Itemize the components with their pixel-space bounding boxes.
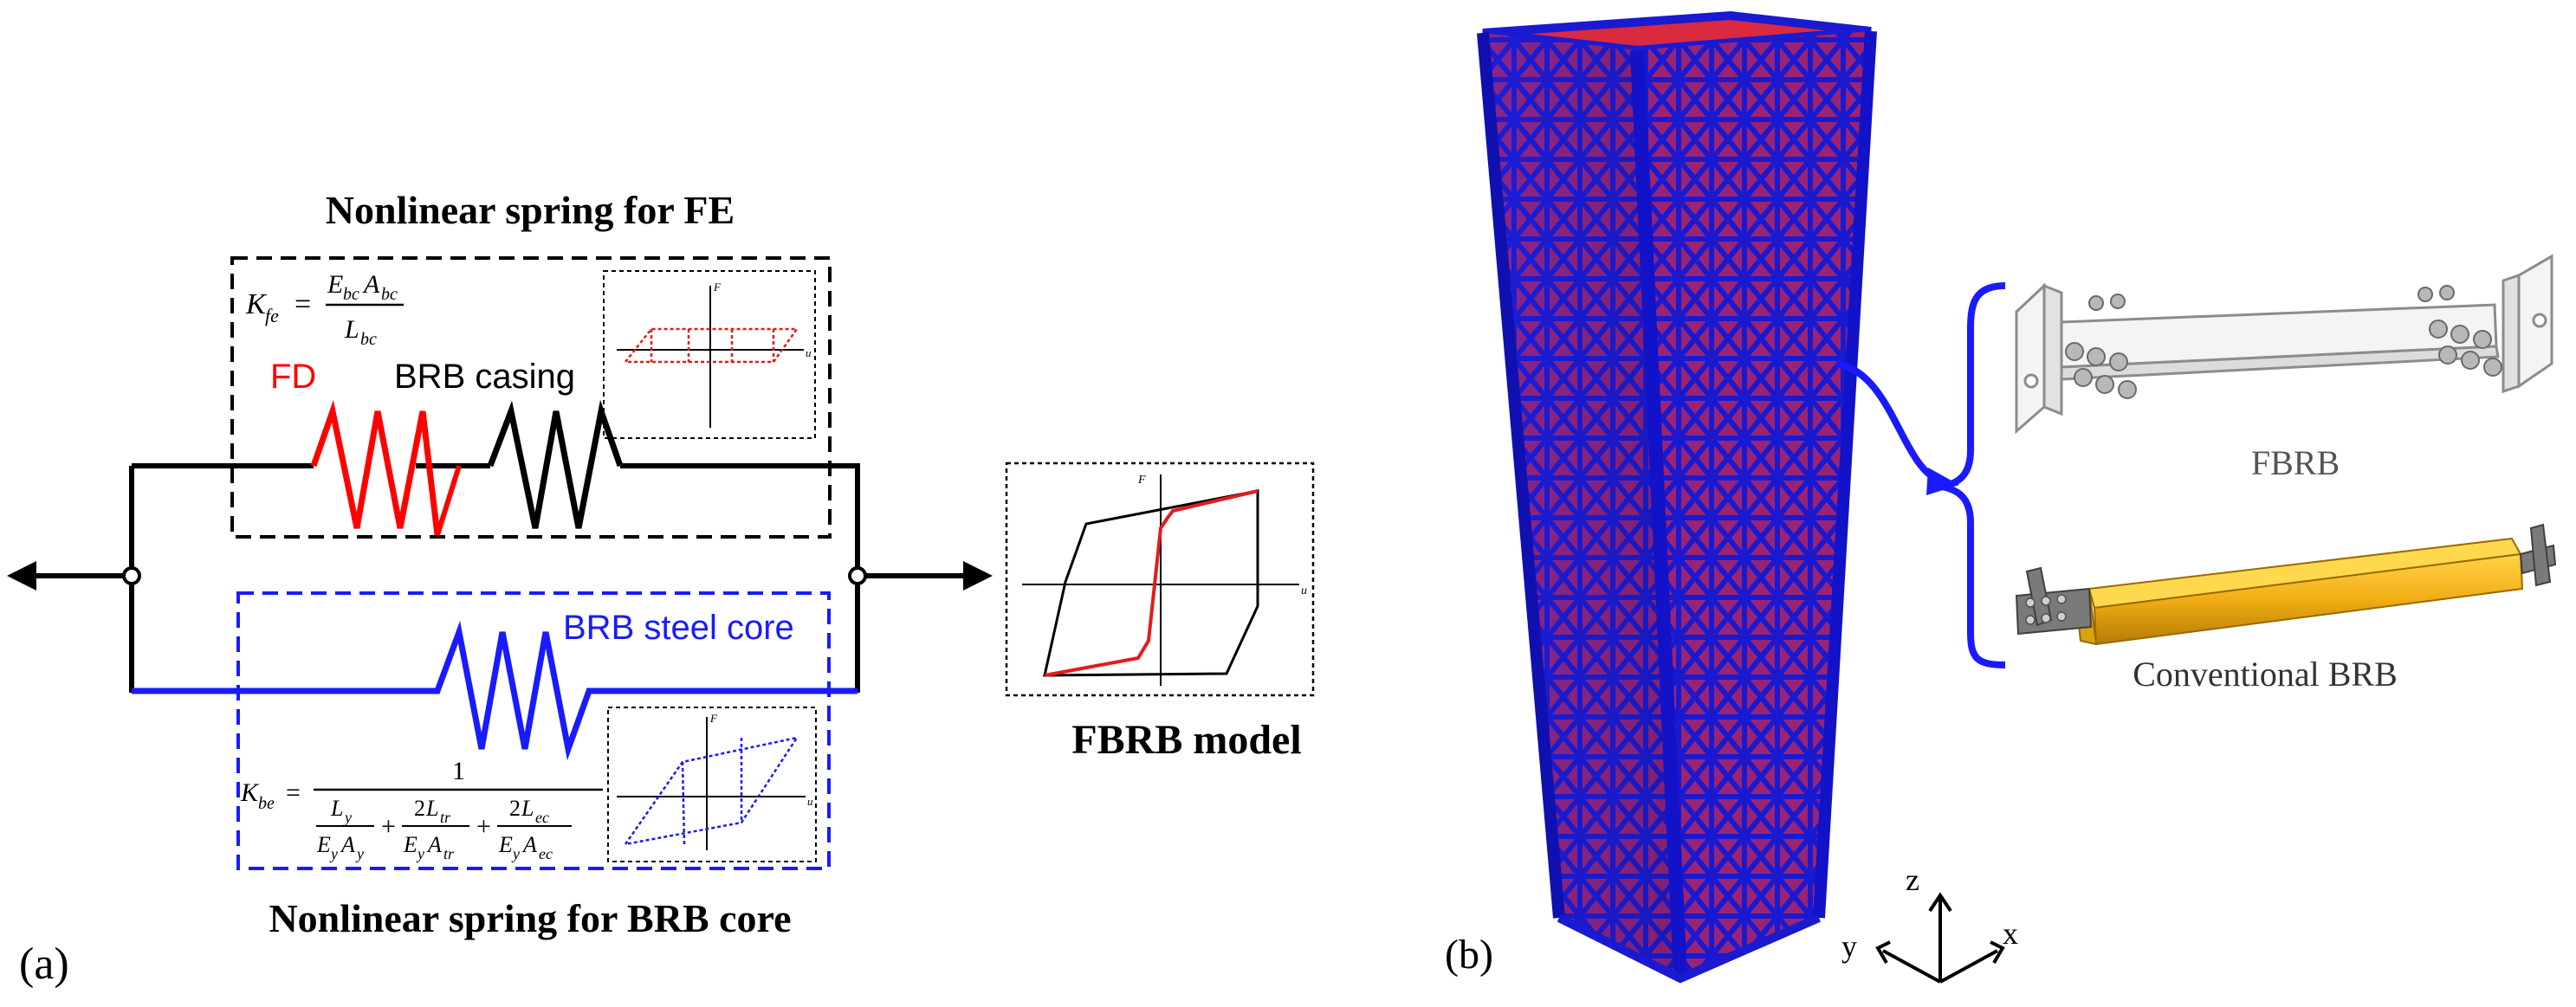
svg-text:+: + [476,812,491,841]
svg-text:u: u [807,795,813,808]
svg-text:ec: ec [539,845,553,862]
svg-text:+: + [381,812,396,841]
right-node [848,566,867,585]
left-node [122,566,141,585]
svg-text:y: y [329,845,338,862]
conventional-brb-label: Conventional BRB [2133,655,2398,694]
upper-spring-line [129,463,860,684]
panel-a-label: (a) [19,939,69,989]
core-spring-box [236,591,831,870]
callout-arrow [1835,360,1942,484]
fbrb-model-label: FBRB model [1071,717,1301,763]
svg-text:2: 2 [509,796,521,821]
panel-b-label: (b) [1445,932,1493,978]
svg-text:A: A [521,832,537,857]
svg-text:bc: bc [381,285,398,304]
svg-text:y: y [343,809,352,826]
svg-text:A: A [340,832,355,857]
conventional-brb-device [2015,523,2557,646]
svg-text:L: L [330,796,343,821]
svg-text:2: 2 [414,796,425,821]
axis-z-label: z [1906,862,1919,897]
svg-text:bc: bc [343,285,359,304]
svg-text:E: E [498,832,513,857]
svg-text:E: E [327,270,343,299]
core-hysteresis-inset: F u [607,707,817,862]
fbrb-device [2015,254,2553,435]
brace [1941,282,2006,668]
svg-text:=: = [286,778,301,807]
svg-text:tr: tr [440,809,451,826]
fbrb-label: FBRB [2251,443,2340,482]
axis-y-label: y [1841,929,1857,964]
core-spring-title: Nonlinear spring for BRB core [269,896,791,940]
panel-b: FBRB Conventional BRB [1445,10,2557,984]
svg-text:A: A [426,832,442,857]
svg-text:be: be [258,794,275,813]
svg-text:F: F [709,712,718,725]
casing-spring [487,399,624,529]
svg-text:u: u [806,346,812,359]
svg-text:F: F [713,281,722,294]
svg-text:F: F [1137,474,1146,487]
svg-text:K: K [245,288,268,320]
svg-text:y: y [416,845,424,862]
svg-text:1: 1 [452,757,465,785]
svg-text:L: L [521,796,534,821]
svg-text:A: A [362,270,380,299]
svg-text:u: u [1301,584,1307,597]
svg-text:=: = [294,288,311,320]
brb-casing-label: BRB casing [394,358,575,396]
svg-text:tr: tr [443,845,455,862]
left-arrow-icon [7,561,36,591]
svg-text:L: L [425,796,438,821]
fe-hysteresis-inset: F u [603,270,816,439]
svg-text:fe: fe [265,305,279,326]
building-model [1477,10,1877,984]
fd-spring [310,399,441,536]
svg-text:E: E [403,832,417,857]
svg-text:y: y [355,845,364,862]
svg-text:bc: bc [360,330,377,349]
svg-text:ec: ec [535,809,549,826]
svg-text:L: L [344,315,359,344]
svg-text:K: K [240,778,260,807]
axis-x-label: x [2003,916,2018,951]
callout-arrowhead-icon [1926,468,1959,495]
brb-steel-core-label: BRB steel core [563,609,794,647]
coordinate-axes [1875,892,2005,984]
fd-label: FD [270,358,316,396]
svg-text:E: E [316,832,331,857]
right-arrow-icon [963,561,993,591]
core-spring [132,620,858,761]
fbrb-model-inset: F u [1005,462,1315,697]
fe-spring-title: Nonlinear spring for FE [326,188,735,232]
fe-spring-box [230,256,832,539]
svg-text:y: y [511,845,520,862]
